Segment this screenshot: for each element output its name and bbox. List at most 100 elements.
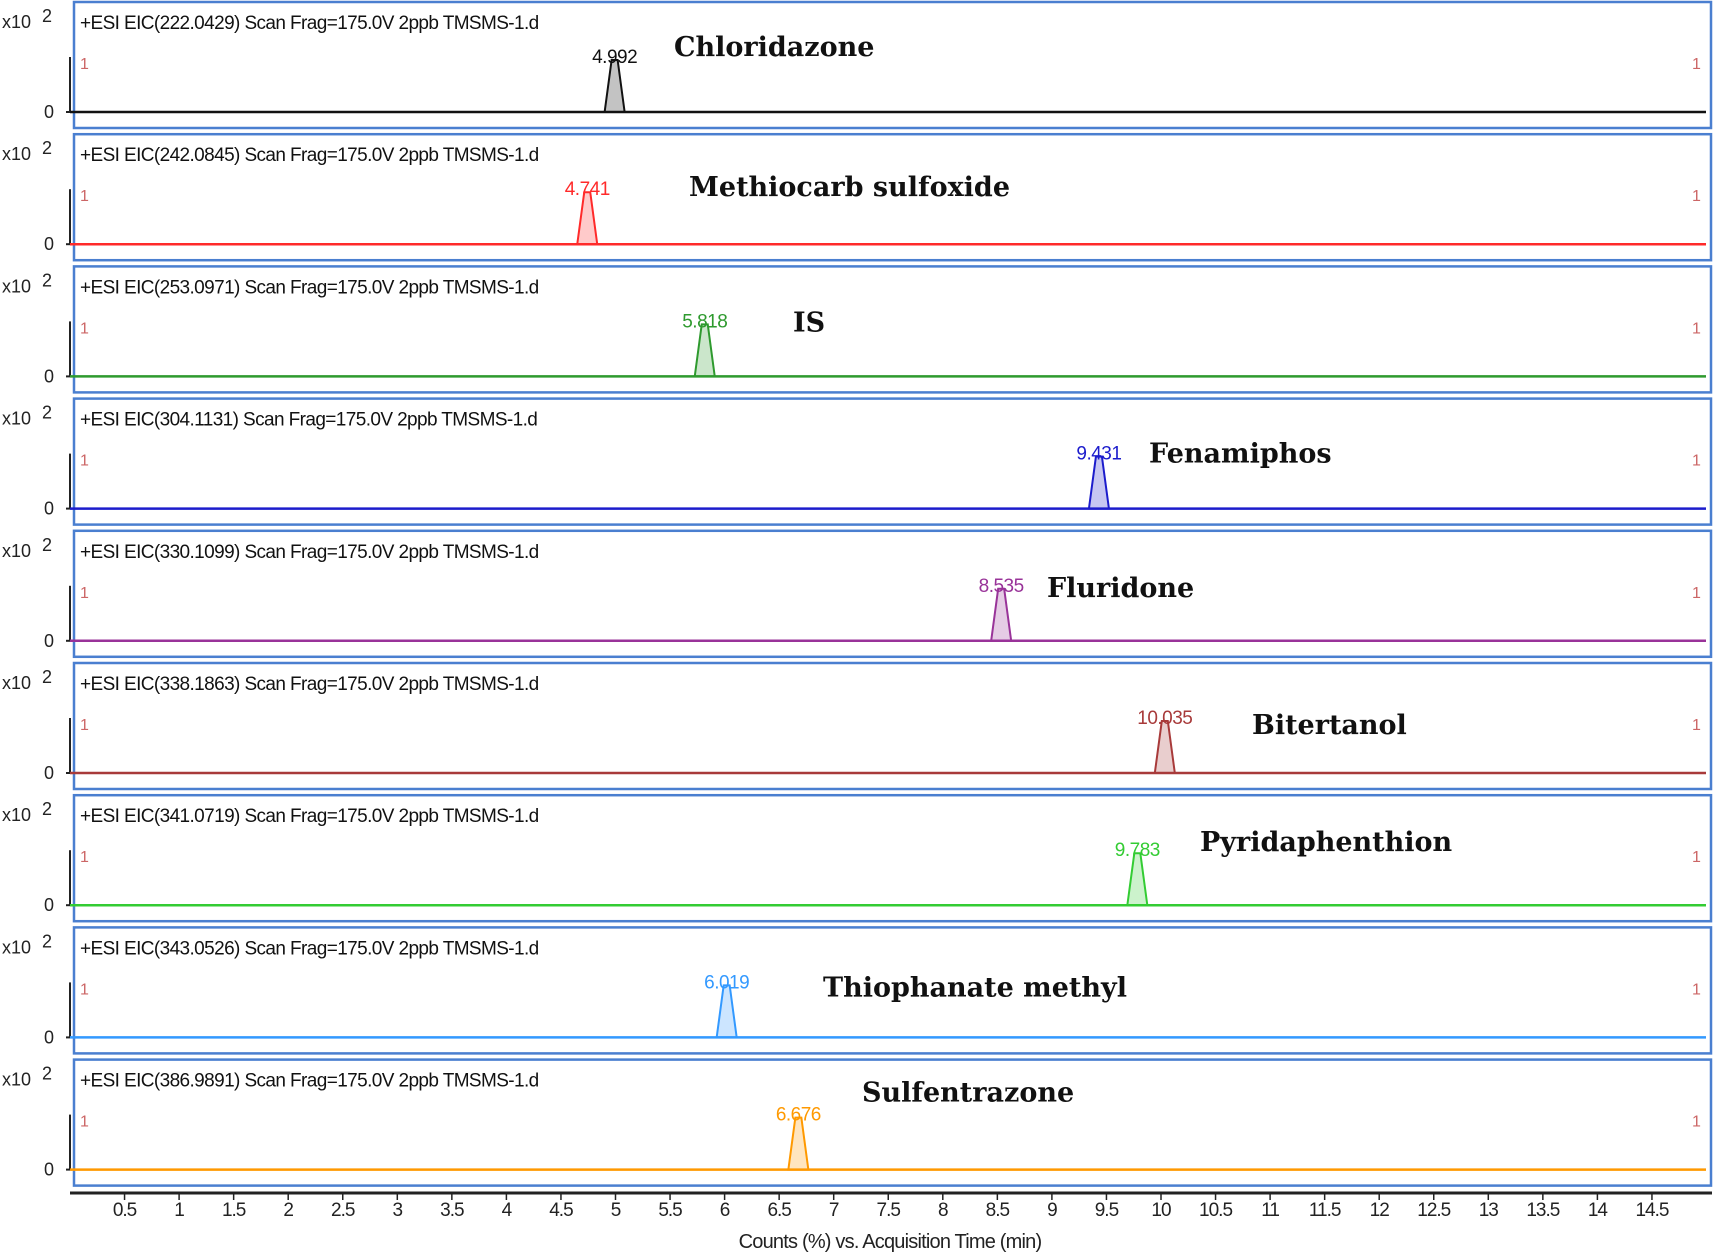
compound-name: IS: [793, 307, 825, 338]
peak: [1087, 455, 1111, 510]
y-tick-one-right: 1: [1692, 1114, 1701, 1131]
compound-name: Fluridone: [1047, 573, 1194, 604]
y-multiplier-label: x10: [2, 805, 31, 825]
peak-rt-label: 10.035: [1137, 708, 1192, 729]
y-tick-zero: 0: [44, 1027, 54, 1047]
x-tick-label: 5: [611, 1200, 621, 1221]
x-tick-label: 1.5: [222, 1200, 246, 1221]
y-exponent-label: 2: [42, 535, 52, 555]
y-exponent-label: 2: [42, 1064, 52, 1084]
y-multiplier-label: x10: [2, 541, 31, 561]
y-tick-one-right: 1: [1692, 849, 1701, 866]
y-tick-zero: 0: [44, 102, 54, 122]
x-tick-label: 8.5: [986, 1200, 1010, 1221]
peak: [715, 984, 738, 1039]
panel-header: +ESI EIC(386.9891) Scan Frag=175.0V 2ppb…: [80, 1071, 539, 1092]
y-multiplier-label: x10: [2, 12, 31, 32]
chromatogram-panel: x10 2 0 +ESI EIC(330.1099) Scan Frag=175.0V…: [2, 529, 1713, 659]
x-tick-label: 10: [1151, 1200, 1171, 1221]
y-tick-zero: 0: [44, 1160, 54, 1180]
x-tick-label: 7: [829, 1200, 839, 1221]
peak-rt-label: 6.019: [704, 972, 749, 993]
panel-header: +ESI EIC(242.0845) Scan Frag=175.0V 2ppb…: [80, 145, 539, 166]
x-tick-label: 13.5: [1526, 1200, 1559, 1221]
x-tick-label: 8: [938, 1200, 948, 1221]
y-tick-one-left: 1: [80, 585, 89, 602]
x-tick-label: 6: [720, 1200, 730, 1221]
y-tick-one-right: 1: [1692, 188, 1701, 205]
y-exponent-label: 2: [42, 138, 52, 158]
x-tick-label: 10.5: [1199, 1200, 1232, 1221]
y-tick-one-right: 1: [1692, 717, 1701, 734]
x-tick-label: 2.5: [331, 1200, 355, 1221]
y-tick-zero: 0: [44, 631, 54, 651]
peak: [1153, 720, 1176, 774]
y-multiplier-label: x10: [2, 276, 31, 296]
y-tick-one-right: 1: [1692, 585, 1701, 602]
y-multiplier-label: x10: [2, 673, 31, 693]
y-tick-one-left: 1: [80, 849, 89, 866]
x-tick-label: 14: [1588, 1200, 1609, 1221]
y-tick-one-left: 1: [80, 981, 89, 998]
panel-frame: [72, 265, 1713, 394]
x-tick-label: 3: [393, 1200, 403, 1221]
y-tick-one-right: 1: [1692, 320, 1701, 337]
panel-header: +ESI EIC(338.1863) Scan Frag=175.0V 2ppb…: [80, 674, 539, 695]
peak-rt-label: 5.818: [682, 311, 727, 332]
y-tick-one-right: 1: [1692, 56, 1701, 73]
chromatogram-panel: x10 2 0 +ESI EIC(222.0429) Scan Frag=175.0V…: [2, 0, 1713, 130]
panel-frame: [72, 529, 1713, 659]
x-tick-label: 4.5: [549, 1200, 573, 1221]
panel-header: +ESI EIC(330.1099) Scan Frag=175.0V 2ppb…: [80, 542, 539, 563]
y-tick-zero: 0: [44, 499, 54, 519]
peak-rt-label: 6.676: [776, 1105, 821, 1126]
x-tick-label: 4: [502, 1200, 513, 1221]
y-tick-zero: 0: [44, 895, 54, 915]
y-tick-one-left: 1: [80, 1114, 89, 1131]
peak: [1126, 852, 1149, 907]
x-tick-label: 13: [1479, 1200, 1499, 1221]
y-exponent-label: 2: [42, 667, 52, 687]
panel-header: +ESI EIC(343.0526) Scan Frag=175.0V 2ppb…: [80, 938, 539, 959]
y-exponent-label: 2: [42, 799, 52, 819]
panel-frame: [72, 397, 1713, 526]
x-tick-label: 2: [283, 1200, 293, 1221]
panel-frame: [72, 0, 1713, 130]
panel-frame: [72, 1058, 1713, 1187]
y-exponent-label: 2: [42, 403, 52, 423]
compound-name: Bitertanol: [1252, 710, 1407, 741]
panel-header: +ESI EIC(222.0429) Scan Frag=175.0V 2ppb…: [80, 13, 539, 34]
x-axis: Counts (%) vs. Acquisition Time (min) 0.…: [70, 1191, 1712, 1253]
x-tick-label: 9: [1047, 1200, 1057, 1221]
compound-name: Fenamiphos: [1149, 439, 1332, 470]
y-tick-one-left: 1: [80, 56, 89, 73]
peak: [576, 191, 599, 246]
y-exponent-label: 2: [42, 6, 52, 26]
y-tick-zero: 0: [44, 234, 54, 254]
panel-frame: [72, 661, 1713, 791]
x-tick-label: 11.5: [1309, 1200, 1341, 1221]
peak-rt-label: 9.431: [1076, 444, 1121, 465]
y-tick-zero: 0: [44, 366, 54, 386]
panel-frame: [72, 926, 1713, 1055]
chromatogram-panel: x10 2 0 +ESI EIC(341.0719) Scan Frag=175.0V…: [2, 793, 1713, 923]
panel-frame: [72, 132, 1713, 262]
x-tick-label: 12.5: [1417, 1200, 1450, 1221]
panel-header: +ESI EIC(341.0719) Scan Frag=175.0V 2ppb…: [80, 806, 539, 827]
peak-rt-label: 9.783: [1115, 840, 1160, 861]
compound-name: Pyridaphenthion: [1200, 827, 1453, 858]
x-tick-label: 9.5: [1095, 1200, 1119, 1221]
y-tick-one-left: 1: [80, 717, 89, 734]
compound-name: Methiocarb sulfoxide: [689, 172, 1010, 203]
y-exponent-label: 2: [42, 270, 52, 290]
compound-name: Chloridazone: [674, 32, 874, 63]
peak: [693, 323, 716, 378]
compound-name: Sulfentrazone: [862, 1078, 1074, 1109]
peak: [787, 1116, 810, 1171]
y-exponent-label: 2: [42, 931, 52, 951]
